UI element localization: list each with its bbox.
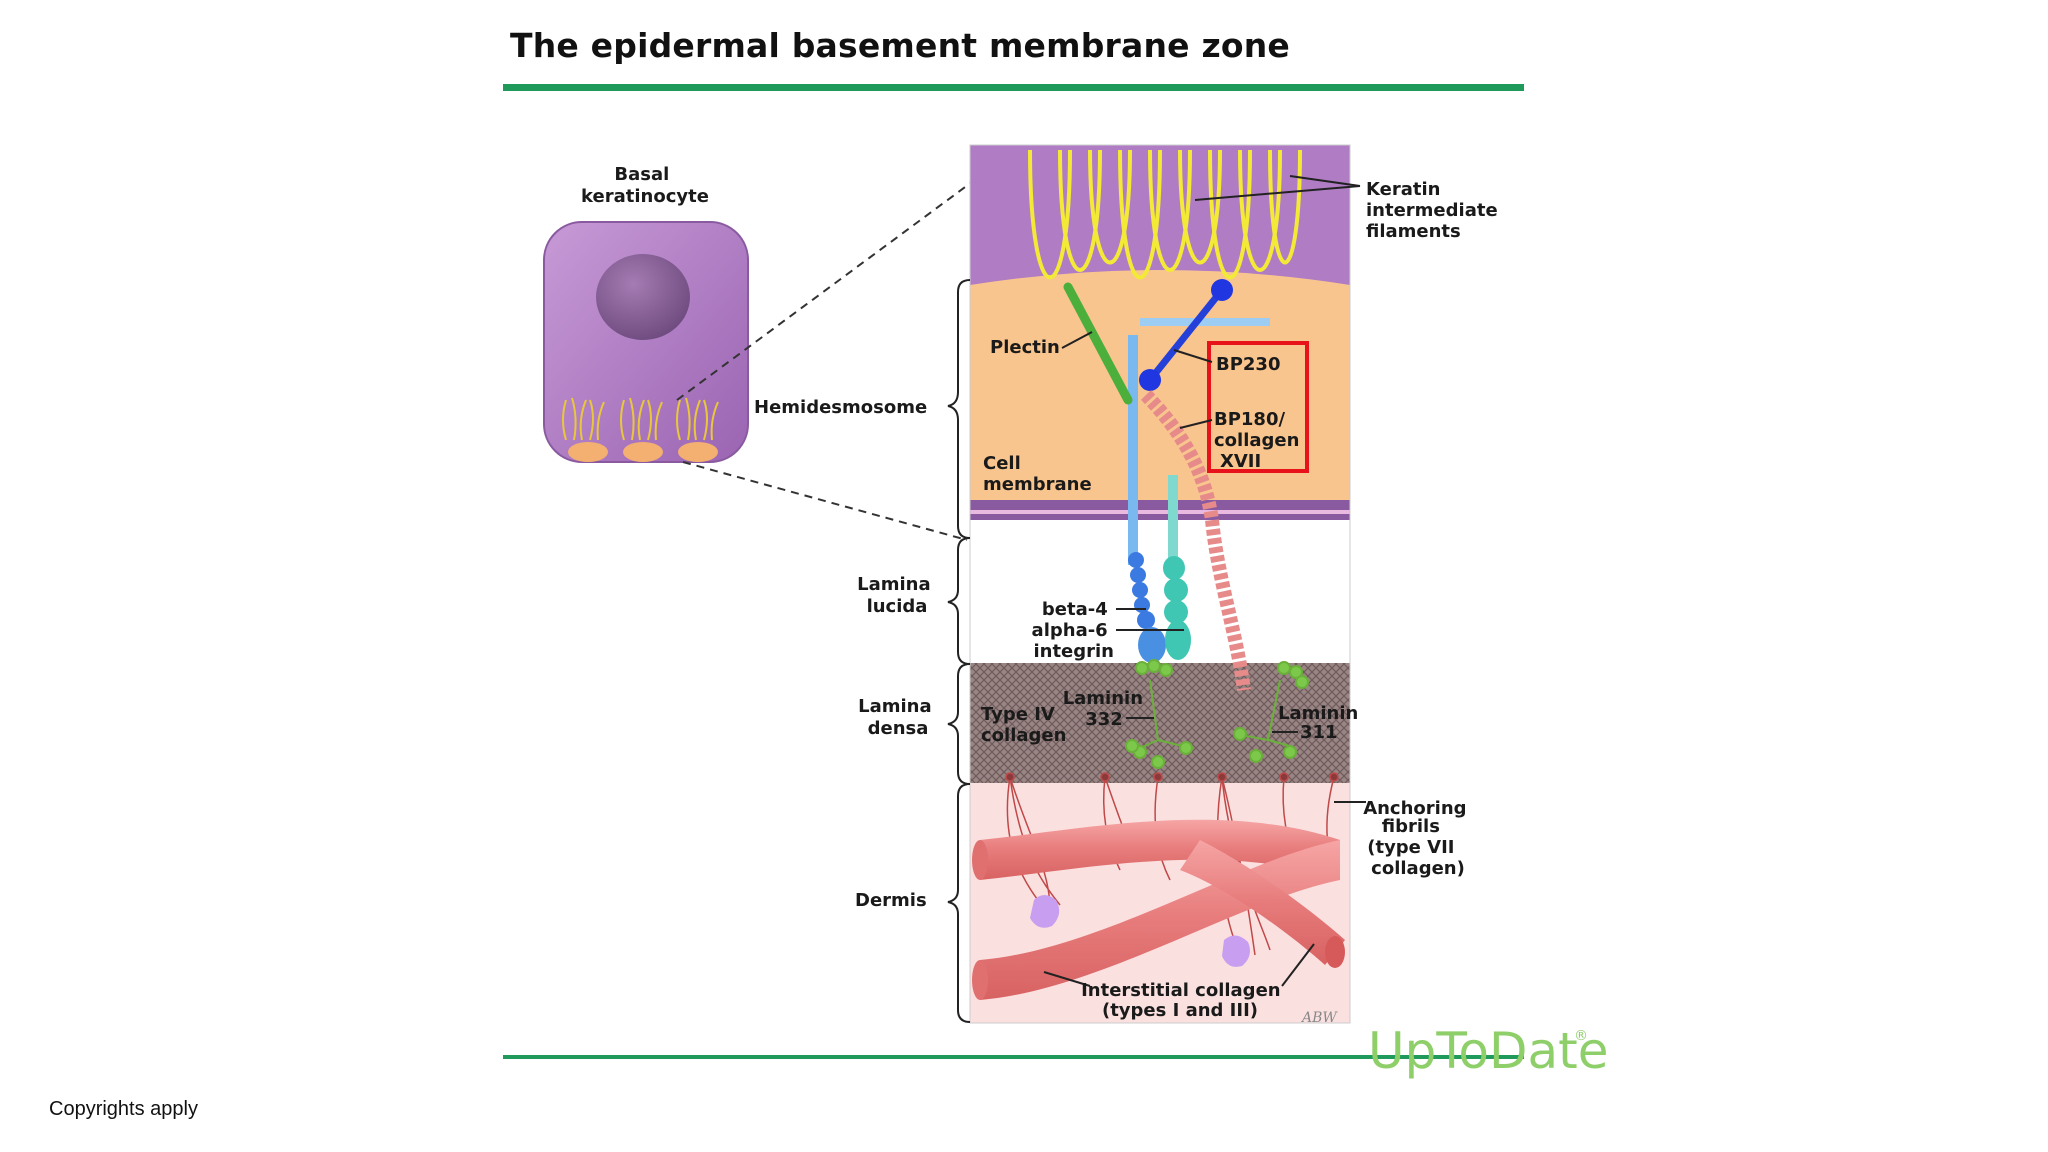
label-type-iv-collagen: Type IV collagen [981, 704, 1066, 746]
artist-signature: ABW [1300, 1010, 1338, 1026]
uptodate-logo: UpToDate ® [1368, 1022, 1608, 1080]
label-lamina-lucida: Lamina lucida [857, 574, 937, 617]
zoom-line-top [676, 144, 1023, 401]
copyright-footer: Copyrights apply [49, 1098, 198, 1120]
keratin-filaments [1028, 149, 1302, 280]
bp230 [1139, 279, 1270, 391]
label-hemidesmosome: Hemidesmosome [754, 397, 927, 418]
label-cell-membrane: Cell membrane [983, 453, 1092, 495]
svg-text:UpToDate: UpToDate [1368, 1022, 1608, 1080]
label-integrin: beta-4 alpha-6 integrin [1032, 599, 1114, 662]
laminin-311 [1233, 661, 1309, 763]
label-laminin-332: Laminin 332 [1063, 688, 1150, 730]
label-laminin-311: Laminin 311 [1278, 703, 1365, 743]
alpha6-integrin [1163, 475, 1191, 660]
anchoring-plaque [1030, 895, 1060, 928]
label-plectin: Plectin [990, 337, 1060, 358]
label-keratin-intermediate-filaments: Keratin intermediate filaments [1366, 179, 1504, 242]
leader-lines [1043, 175, 1366, 987]
interstitial-collagen [972, 819, 1345, 1000]
label-dermis: Dermis [855, 890, 927, 911]
svg-text:®: ® [1574, 1028, 1588, 1044]
basal-keratinocyte-cell [543, 221, 749, 463]
bottom-rule [503, 1055, 1524, 1059]
zoom-line-bottom [682, 461, 968, 541]
slide-title: The epidermal basement membrane zone [510, 26, 1290, 65]
top-rule [503, 84, 1524, 91]
plectin [1063, 282, 1133, 405]
anchoring-plaque [1222, 935, 1250, 967]
label-lamina-densa: Lamina densa [858, 696, 938, 739]
label-interstitial-collagen: Interstitial collagen (types I and III) [1081, 980, 1287, 1021]
bp180-collagen-xvii [1140, 390, 1251, 691]
braces [947, 279, 971, 1023]
label-basal-keratinocyte: Basal keratinocyte [581, 164, 709, 207]
highlight-box [1207, 341, 1309, 473]
label-bp230: BP230 [1216, 354, 1281, 375]
label-bp180: BP180/ collagen XVII [1214, 409, 1306, 472]
label-anchoring-fibrils: Anchoring fibrils (type VII collagen) [1363, 798, 1473, 879]
laminin-332 [1125, 659, 1193, 769]
